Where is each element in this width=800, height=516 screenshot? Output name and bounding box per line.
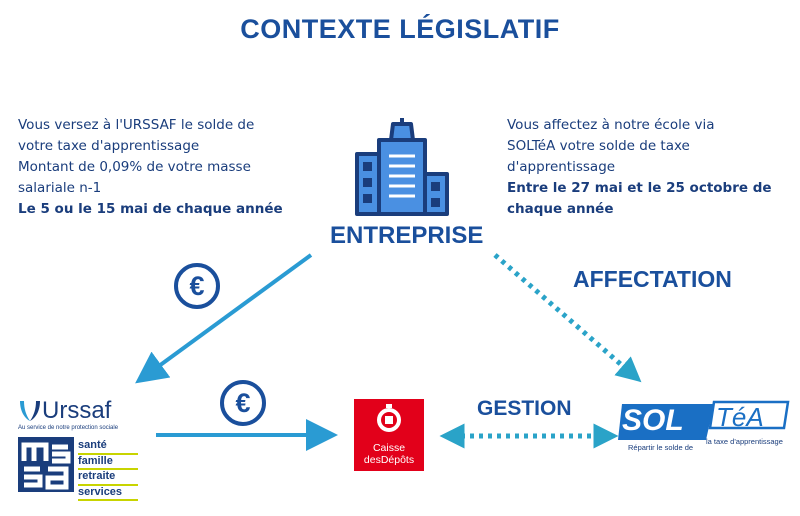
cdc-line: desDépôts bbox=[363, 454, 415, 466]
urssaf-logo-text: Urssaf bbox=[42, 397, 112, 424]
euro-icon: € bbox=[220, 380, 266, 426]
urssaf-tagline: Au service de notre protection sociale bbox=[18, 425, 119, 431]
text-line: Vous versez à l'URSSAF le solde de bbox=[18, 117, 255, 133]
soltea-tagline-1: Répartir le solde de bbox=[628, 443, 694, 452]
page-title: CONTEXTE LÉGISLATIF bbox=[240, 14, 560, 44]
cdc-line: Caisse bbox=[372, 442, 406, 454]
soltea-tagline-2: la taxe d'apprentissage bbox=[706, 437, 783, 446]
text-line: salariale n-1 bbox=[18, 180, 102, 196]
msa-line: services bbox=[78, 486, 138, 501]
euro-icon: € bbox=[174, 263, 220, 309]
cdc-emblem-icon bbox=[377, 404, 401, 432]
msa-line: santé bbox=[78, 439, 138, 455]
arrow-entreprise-to-soltea bbox=[493, 253, 642, 383]
arrow-entreprise-to-urssaf bbox=[135, 253, 313, 384]
payment-date: Le 5 ou le 15 mai de chaque année bbox=[18, 201, 283, 217]
msa-line: famille bbox=[78, 455, 138, 470]
cdc-label: Caisse desDépôts bbox=[354, 442, 424, 466]
soltea-logo-shape bbox=[618, 400, 790, 440]
affectation-date: Entre le 27 mai et le 25 octobre de bbox=[507, 180, 772, 196]
text-line: Vous affectez à notre école via bbox=[507, 117, 715, 133]
soltea-logo-sol: SOL bbox=[622, 404, 684, 437]
msa-line: retraite bbox=[78, 470, 138, 486]
soltea-logo-tea: TéA bbox=[716, 402, 764, 432]
text-line: d'apprentissage bbox=[507, 159, 616, 175]
text-line: Montant de 0,09% de votre masse bbox=[18, 159, 251, 175]
text-line: votre taxe d'apprentissage bbox=[18, 138, 200, 154]
text-line: SOLTéA votre solde de taxe bbox=[507, 138, 690, 154]
urssaf-logo-icon bbox=[20, 401, 40, 421]
building-icon bbox=[355, 118, 449, 216]
urssaf-description: Vous versez à l'URSSAF le solde de votre… bbox=[18, 115, 296, 220]
gestion-label: GESTION bbox=[477, 397, 572, 420]
affectation-label: AFFECTATION bbox=[573, 266, 732, 292]
entreprise-label: ENTREPRISE bbox=[330, 222, 484, 249]
affectation-date: chaque année bbox=[507, 201, 614, 217]
msa-logo-icon bbox=[18, 437, 74, 492]
soltea-description: Vous affectez à notre école via SOLTéA v… bbox=[507, 115, 783, 220]
msa-tagline: santé famille retraite services bbox=[78, 439, 138, 501]
